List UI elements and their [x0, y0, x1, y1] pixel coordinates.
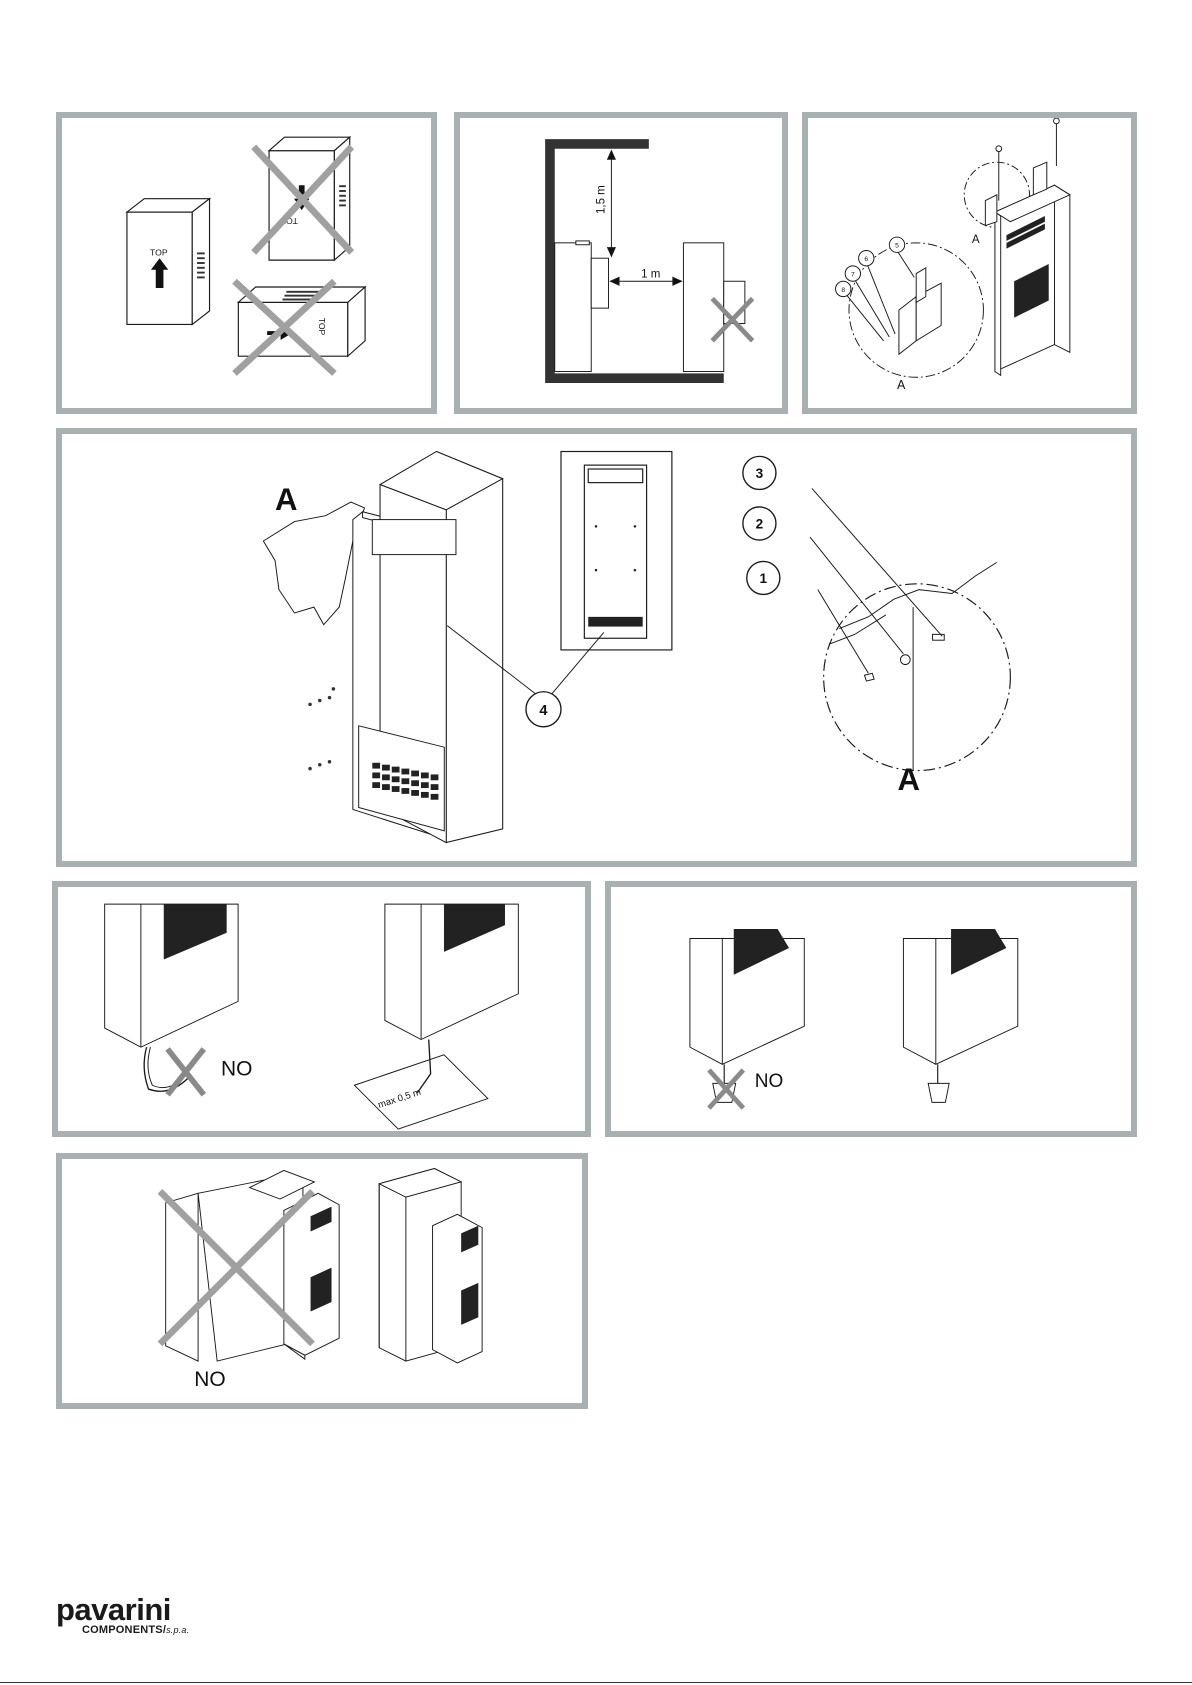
no-label: NO — [221, 1058, 252, 1081]
panel-flush-mounting: A — [56, 428, 1137, 867]
panel-door-installation: NO — [56, 1153, 588, 1409]
detail-label-a: A — [972, 234, 980, 246]
detail-label-a-bottom: A — [897, 378, 906, 392]
callout-4: 4 — [539, 703, 548, 719]
panel-hose-routing: NO max 0,5 m — [52, 881, 591, 1137]
top-label: TOP — [150, 247, 168, 257]
detail-label-a-left: A — [275, 482, 297, 517]
drain-trap-illustration: NO — [611, 887, 1131, 1131]
no-label: NO — [755, 1071, 784, 1092]
no-label: NO — [194, 1368, 225, 1391]
panel-transport-orientation: TOP TOP TOP — [56, 112, 437, 414]
callout-3: 3 — [756, 466, 764, 481]
transport-orientation-illustration: TOP TOP TOP — [62, 118, 431, 408]
panel-drain-trap: NO — [605, 881, 1137, 1137]
flush-mounting-illustration: A — [62, 434, 1131, 861]
panel-lifting-detail: 5 6 7 8 A A — [802, 112, 1137, 414]
bottom-rule — [0, 1682, 1192, 1683]
panel-clearances: 1,5 m 1 m — [454, 112, 788, 414]
callout-1: 1 — [760, 571, 768, 586]
trap-cup — [928, 1083, 949, 1102]
dim-vertical-label: 1,5 m — [596, 185, 608, 214]
callout-8: 8 — [841, 287, 845, 294]
upright-box — [127, 199, 210, 325]
callout-2: 2 — [756, 516, 764, 531]
callout-6: 6 — [864, 256, 868, 263]
max-distance-label: max 0,5 m — [377, 1087, 423, 1111]
clearance-illustration: 1,5 m 1 m — [460, 118, 782, 408]
svg-text:TOP: TOP — [317, 318, 327, 336]
detail-circle — [824, 584, 1011, 771]
logo-spa: s.p.a. — [166, 1625, 189, 1635]
pavarini-logo: pavarini COMPONENTS/s.p.a. — [56, 1598, 246, 1638]
door-installation-illustration: NO — [62, 1159, 582, 1403]
lifting-detail-illustration: 5 6 7 8 A A — [808, 118, 1131, 408]
detail-label-a-right: A — [898, 762, 920, 797]
logo-sub-text: COMPONENTS — [82, 1624, 163, 1636]
callout-5: 5 — [895, 243, 899, 250]
wall-cutout — [263, 502, 364, 625]
hose-routing-illustration: NO max 0,5 m — [58, 887, 585, 1131]
dim-horizontal-label: 1 m — [641, 268, 660, 280]
cabinet-shape — [985, 118, 1070, 375]
cross-icon — [168, 1049, 204, 1095]
callout-7: 7 — [851, 271, 855, 278]
logo-brand: pavarini — [56, 1592, 171, 1628]
floor-area — [354, 1055, 487, 1129]
logo-subtitle: COMPONENTS/s.p.a. — [82, 1624, 189, 1636]
